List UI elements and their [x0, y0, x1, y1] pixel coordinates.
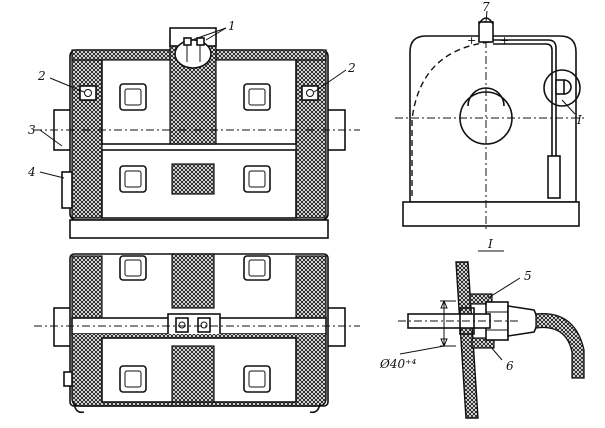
terminal-left [79, 85, 97, 101]
label-2-right: 2 [347, 61, 356, 75]
svg-text:+: + [467, 34, 476, 47]
flex-cable [535, 313, 585, 379]
mesh-center-lower [171, 163, 215, 195]
leader-lines [39, 10, 576, 361]
side-top-terminal [478, 21, 494, 43]
label-7: 7 [482, 0, 490, 14]
window [119, 83, 147, 111]
window [119, 165, 147, 193]
side-body [409, 35, 577, 203]
window [243, 255, 271, 281]
label-3: 3 [28, 123, 36, 137]
svg-text:+: + [500, 34, 509, 47]
terminal-right [301, 85, 319, 101]
window [119, 255, 147, 281]
label-4: 4 [27, 165, 36, 179]
detail-view [398, 261, 585, 419]
side-cable [493, 39, 557, 158]
window [243, 365, 271, 393]
bottom-view [34, 253, 360, 414]
connector-ring [174, 39, 212, 69]
detail-wall [455, 261, 479, 419]
front-base [69, 219, 329, 239]
gasket-bottom [471, 337, 495, 349]
bottom-mesh-center-2 [171, 345, 215, 403]
mesh-right [295, 51, 327, 219]
gasket-top [469, 293, 493, 305]
bottom-mesh-center [171, 253, 215, 309]
side-base [402, 201, 580, 227]
detail-circle [543, 69, 581, 107]
label-detail-mark: I [576, 113, 582, 127]
front-view [34, 27, 360, 239]
bottom-mesh-left [71, 255, 103, 325]
label-detail-title: I [487, 237, 493, 251]
mesh-left [71, 51, 103, 219]
window [243, 165, 271, 193]
window [243, 83, 271, 111]
label-2-left: 2 [37, 69, 46, 83]
label-6: 6 [506, 359, 514, 373]
label-1: 1 [228, 19, 236, 33]
side-block [61, 171, 73, 209]
side-connector-box [547, 155, 561, 199]
label-5: 5 [524, 269, 532, 283]
window [119, 365, 147, 393]
hidden-contour [411, 41, 491, 196]
label-diameter: Ø40⁺⁴ [379, 357, 416, 371]
bottom-mesh-right [295, 255, 327, 325]
side-view: + + [395, 17, 585, 232]
